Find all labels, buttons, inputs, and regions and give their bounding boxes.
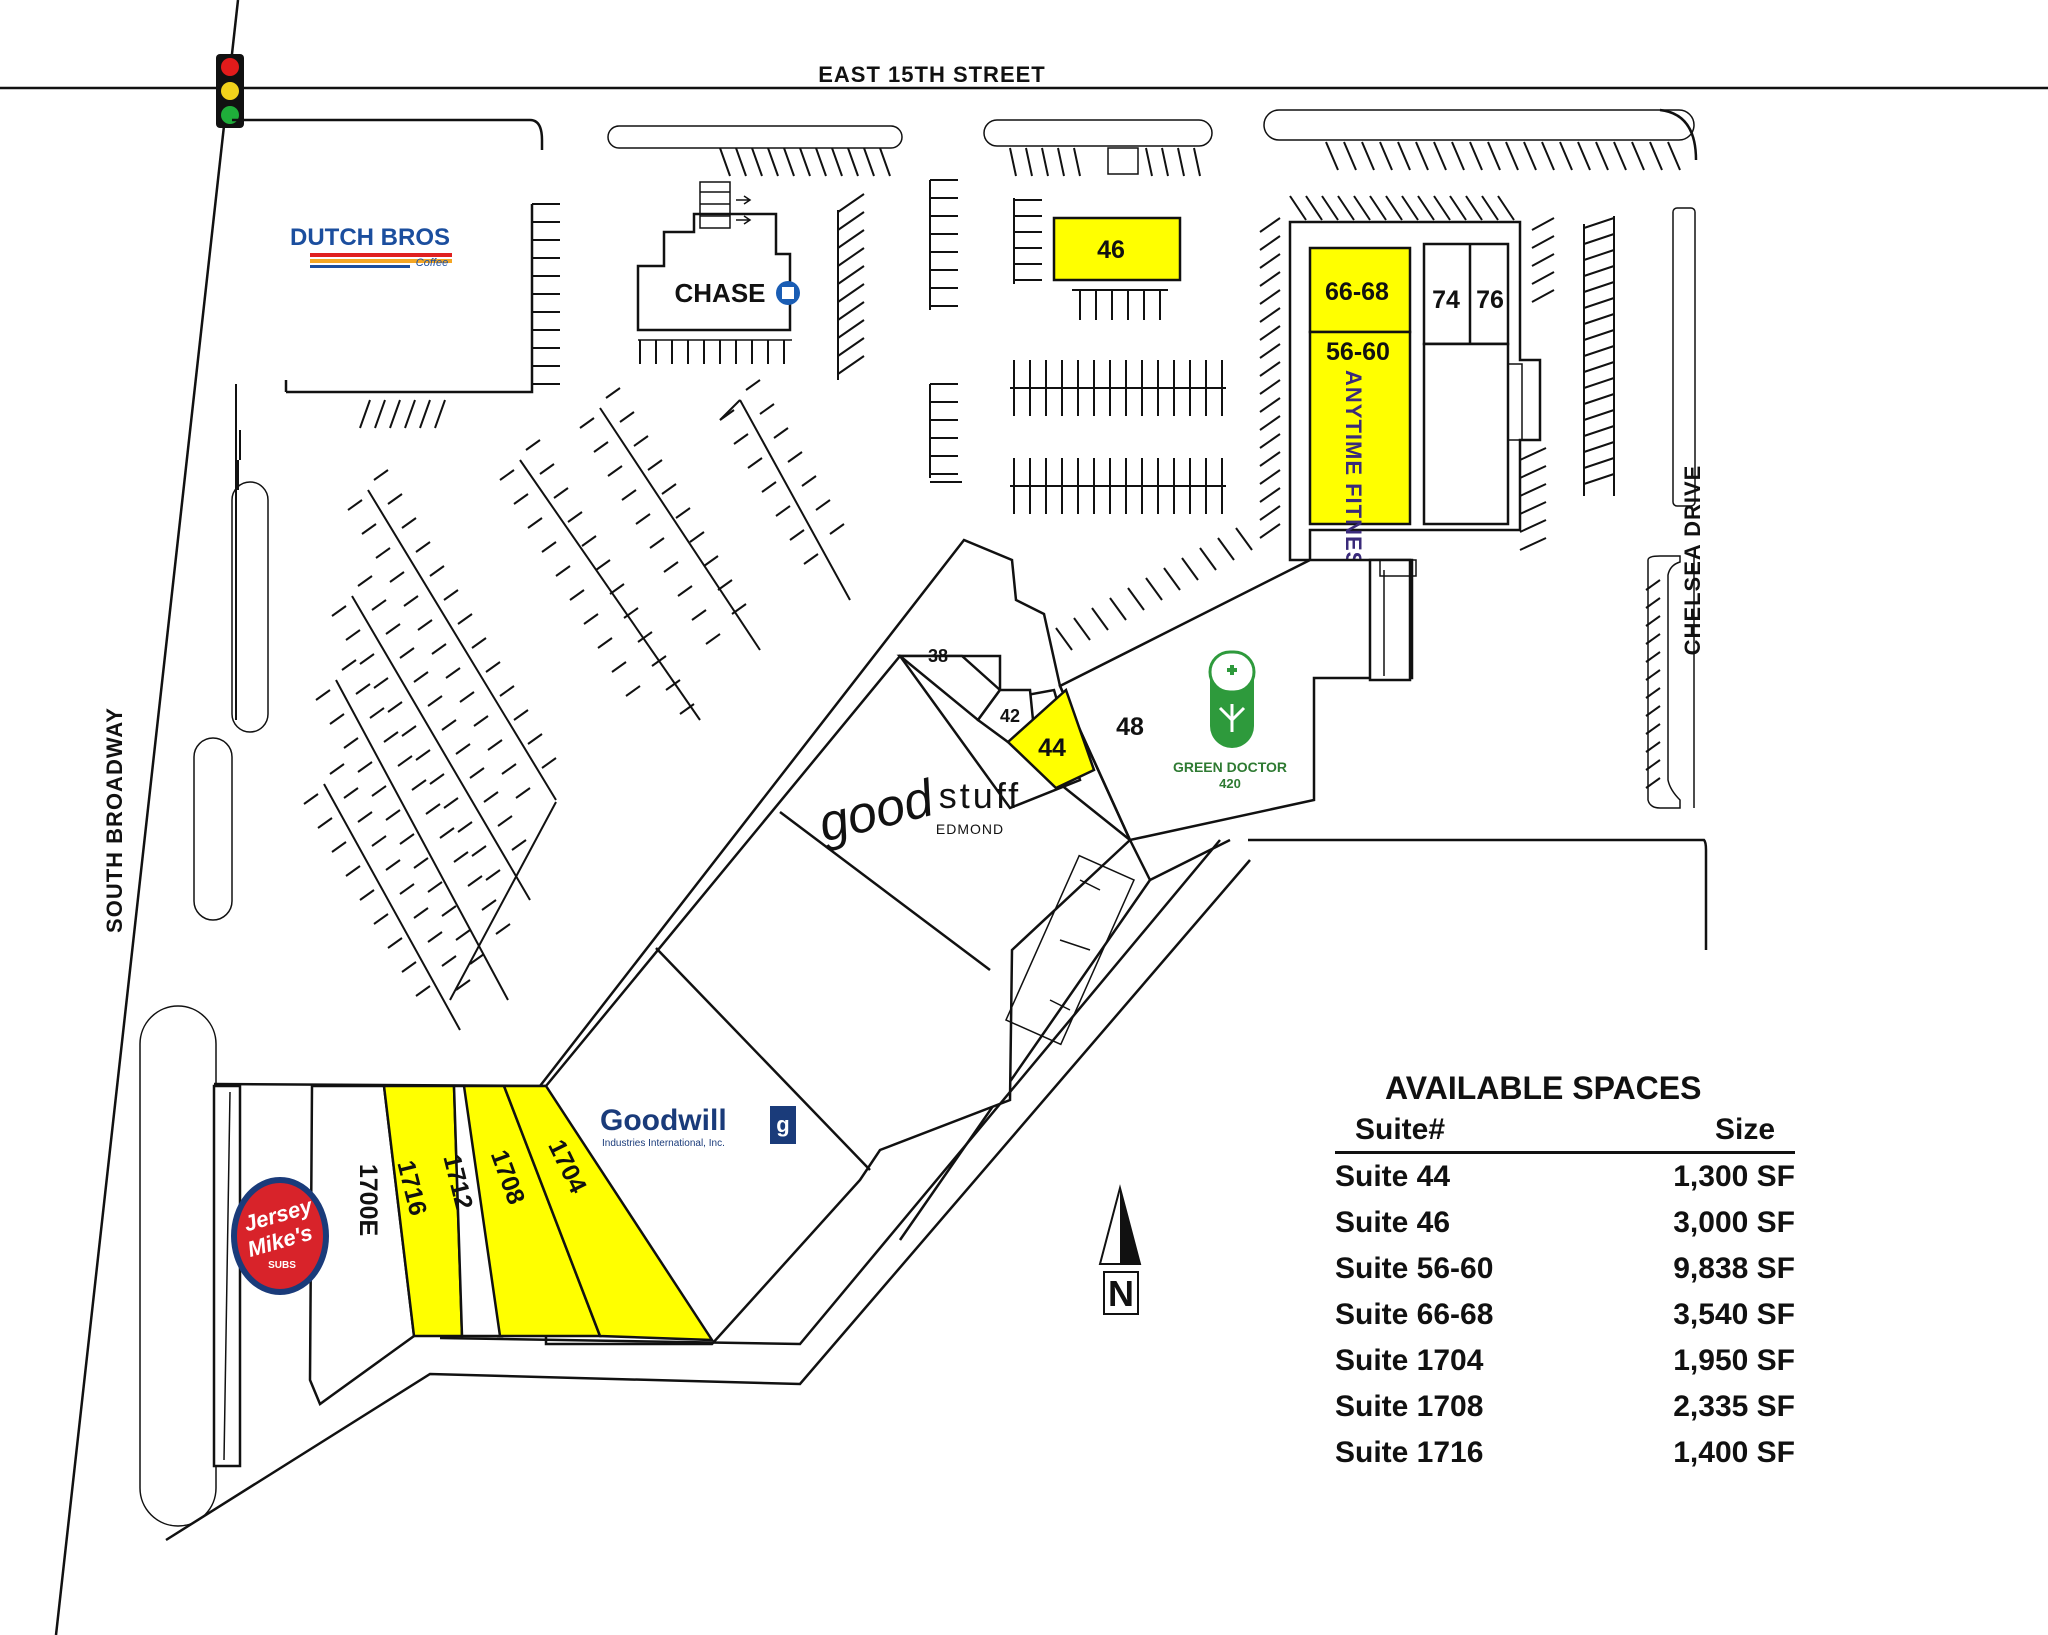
legend-row: Suite 44 1,300 SF <box>1335 1154 1795 1200</box>
suite-74-76-building[interactable] <box>1422 242 1510 346</box>
legend-header: Suite# Size <box>1335 1113 1795 1154</box>
stall-row-diagonal-fitness-south <box>1055 527 1253 651</box>
stall-row-46-north <box>1009 147 1201 177</box>
east-service-road <box>1149 838 1708 950</box>
legend-size: 2,335 SF <box>1673 1390 1795 1423</box>
street-label-south-broadway: SOUTH BROADWAY <box>102 707 127 933</box>
legend-suite: Suite 1708 <box>1335 1390 1484 1423</box>
suite-56-60-building[interactable] <box>1308 330 1412 526</box>
dutch-bros-coffee: Coffee <box>416 257 448 269</box>
suite-46-label: 46 <box>1097 236 1125 264</box>
available-spaces-legend: AVAILABLE SPACES Suite# Size Suite 44 1,3… <box>1335 1070 1795 1476</box>
suite-76-label: 76 <box>1476 286 1504 314</box>
legend-suite: Suite 1704 <box>1335 1344 1484 1377</box>
legend-row: Suite 1708 2,335 SF <box>1335 1384 1795 1430</box>
green-doctor-logo: GREEN DOCTOR 420 <box>1173 650 1287 791</box>
suite-1704-building[interactable] <box>502 1084 715 1342</box>
legend-size: 1,300 SF <box>1673 1160 1795 1193</box>
north-letter: N <box>1108 1273 1134 1314</box>
goodwill-g-icon <box>770 1106 796 1144</box>
stall-row-central-west <box>837 193 865 380</box>
legend-suite: Suite 46 <box>1335 1206 1451 1239</box>
dutch-bros-pad <box>284 204 534 394</box>
green-doctor-420: 420 <box>1219 776 1241 791</box>
goodwill-name: Goodwill <box>600 1104 727 1137</box>
legend-row: Suite 56-60 9,838 SF <box>1335 1246 1795 1292</box>
stall-row-fitness-east <box>1519 217 1555 551</box>
legend-row: Suite 1704 1,950 SF <box>1335 1338 1795 1384</box>
green-doctor-name: GREEN DOCTOR <box>1173 759 1287 775</box>
street-label-chelsea-drive: CHELSEA DRIVE <box>1680 465 1705 656</box>
legend-col-size: Size <box>1714 1113 1775 1146</box>
suite-42-building[interactable] <box>976 688 1036 744</box>
good-stuff-edmond: EDMOND <box>936 821 1004 837</box>
dutch-bros-name: DUTCH BROS <box>290 224 450 251</box>
chase-name: CHASE <box>674 278 765 308</box>
stall-row-dutch-south <box>359 399 446 429</box>
suite-66-68-building[interactable] <box>1308 246 1412 334</box>
dutch-bros-logo: DUTCH BROS Coffee <box>290 224 452 269</box>
legend-suite: Suite 56-60 <box>1335 1252 1494 1285</box>
suite-42-label: 42 <box>1000 706 1020 726</box>
suite-1700e-building[interactable] <box>308 1084 416 1406</box>
stall-row-dutch-east <box>531 203 560 392</box>
stall-row-fitness-west <box>1259 217 1281 539</box>
stall-row-chase-north <box>719 147 891 177</box>
good-stuff-stuff: stuff <box>939 775 1021 816</box>
suite-38-label: 38 <box>928 646 948 666</box>
stall-row-chelsea-west <box>1583 216 1615 496</box>
legend-size: 1,950 SF <box>1673 1344 1795 1377</box>
legend-row: Suite 46 3,000 SF <box>1335 1200 1795 1246</box>
suite-1700e-label: 1700E <box>354 1164 382 1236</box>
chase-building <box>636 181 792 364</box>
traffic-signal-icon <box>216 54 244 128</box>
jersey-mikes-logo: Jersey Mike's SUBS <box>231 1177 329 1295</box>
stall-row-fitness-top <box>1289 195 1515 221</box>
legend-suite: Suite 44 <box>1335 1160 1451 1193</box>
legend-col-suite: Suite# <box>1355 1113 1446 1146</box>
stall-row-central-north-west <box>929 179 962 483</box>
legend-size: 3,000 SF <box>1673 1206 1795 1239</box>
legend-size: 3,540 SF <box>1673 1298 1795 1331</box>
stall-field-southwest <box>303 469 557 1031</box>
suite-46-building[interactable] <box>1052 216 1182 282</box>
goodwill-logo: Goodwill g Industries International, Inc… <box>600 1104 796 1149</box>
svg-text:g: g <box>776 1112 789 1137</box>
south-broadway-line <box>54 0 240 1635</box>
suite-44-label: 44 <box>1038 734 1066 762</box>
curb-islands <box>139 108 1698 1527</box>
stall-row-chelsea-island <box>1645 579 1661 789</box>
stall-block-central <box>1010 360 1226 514</box>
jersey-mikes-subs: SUBS <box>268 1260 296 1271</box>
legend-size: 1,400 SF <box>1673 1436 1795 1469</box>
stall-row-fitness-north <box>1325 141 1681 171</box>
leaf-icon <box>1218 704 1246 732</box>
anytime-fitness-name: ANYTIME FITNESS <box>1341 370 1366 583</box>
suite-74-label: 74 <box>1432 286 1460 314</box>
legend-title: AVAILABLE SPACES <box>1385 1070 1702 1106</box>
legend-row: Suite 66-68 3,540 SF <box>1335 1292 1795 1338</box>
legend-row: Suite 1716 1,400 SF <box>1335 1430 1795 1476</box>
street-label-east-15th: EAST 15TH STREET <box>818 62 1045 87</box>
parking-stalls <box>235 141 1681 1031</box>
legend-size: 9,838 SF <box>1673 1252 1795 1285</box>
legend-suite: Suite 1716 <box>1335 1436 1484 1469</box>
goodwill-subtitle: Industries International, Inc. <box>602 1138 725 1149</box>
stall-field-middle <box>499 379 851 721</box>
suite-44-building[interactable] <box>1006 687 1096 790</box>
stall-row-46-south <box>1072 289 1168 320</box>
north-arrow-icon: N <box>1098 1184 1142 1315</box>
stall-row-broadway <box>235 384 241 720</box>
suite-66-68-label: 66-68 <box>1325 278 1389 306</box>
legend-suite: Suite 66-68 <box>1335 1298 1494 1331</box>
stall-row-46-west <box>1013 198 1042 284</box>
suite-56-60-label: 56-60 <box>1326 338 1390 366</box>
anytime-fitness-logo: ANYTIME FITNESS <box>1341 370 1366 583</box>
chase-logo: CHASE <box>674 278 800 308</box>
legend-rows: Suite 44 1,300 SF Suite 46 3,000 SF Suite … <box>1335 1154 1795 1476</box>
suite-48-label: 48 <box>1116 713 1144 741</box>
